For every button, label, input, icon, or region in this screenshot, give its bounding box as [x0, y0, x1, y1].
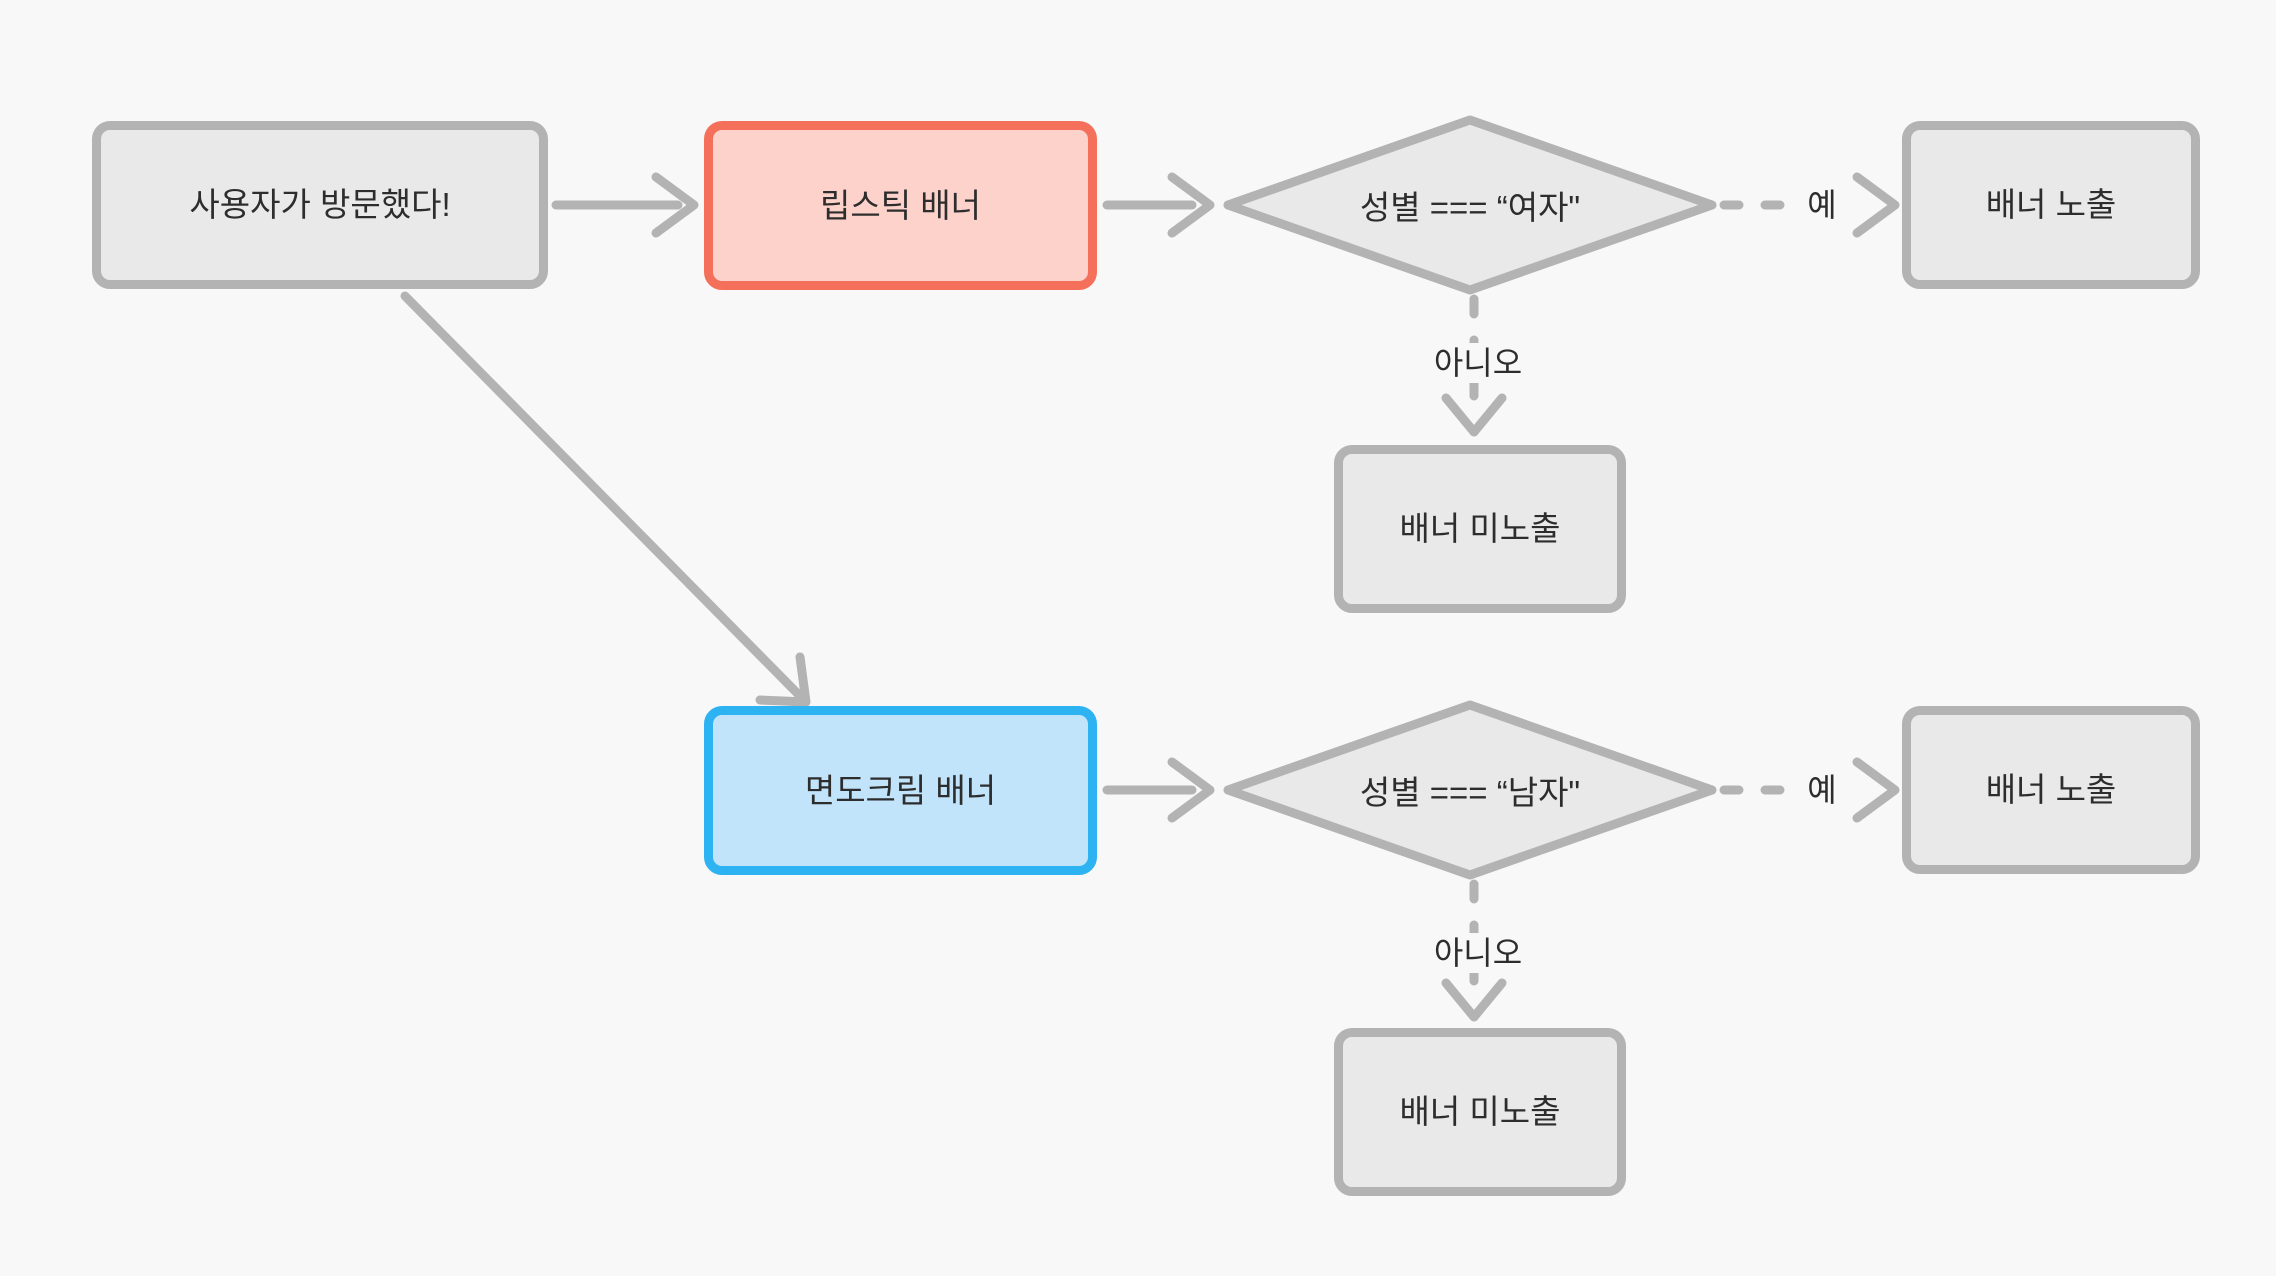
node-banner-show-female-label: 배너 노출: [1985, 186, 2117, 224]
edge-label-yes-male: 예: [1797, 770, 1847, 810]
decision-node-male: [1223, 700, 1717, 880]
edge-shaving-to-decision-male: [1102, 757, 1215, 823]
node-lipstick-banner: 립스틱 배너: [704, 121, 1097, 290]
node-shaving-banner-label: 면도크림 배너: [804, 771, 997, 809]
edge-label-no-female: 아니오: [1423, 343, 1533, 383]
node-banner-hide-female: 배너 미노출: [1334, 445, 1626, 613]
decision-node-female: [1223, 115, 1717, 295]
edge-start-to-shaving: [400, 291, 811, 707]
edge-label-no-male: 아니오: [1423, 933, 1533, 973]
edge-label-yes-female: 예: [1797, 185, 1847, 225]
node-banner-show-female: 배너 노출: [1902, 121, 2200, 289]
node-start-label: 사용자가 방문했다!: [189, 186, 451, 224]
node-lipstick-banner-label: 립스틱 배너: [820, 186, 981, 224]
node-banner-hide-male: 배너 미노출: [1334, 1028, 1626, 1196]
node-banner-show-male-label: 배너 노출: [1985, 771, 2117, 809]
decision-female-label: 성별 === “여자": [1359, 189, 1581, 226]
edge-lipstick-to-decision-female: [1102, 172, 1215, 238]
decision-male-label: 성별 === “남자": [1359, 774, 1581, 811]
edge-start-to-lipstick: [551, 172, 699, 238]
node-start: 사용자가 방문했다!: [92, 121, 548, 289]
node-shaving-banner: 면도크림 배너: [704, 706, 1097, 875]
node-banner-hide-male-label: 배너 미노출: [1399, 1093, 1561, 1131]
node-banner-hide-female-label: 배너 미노출: [1399, 510, 1561, 548]
node-banner-show-male: 배너 노출: [1902, 706, 2200, 874]
